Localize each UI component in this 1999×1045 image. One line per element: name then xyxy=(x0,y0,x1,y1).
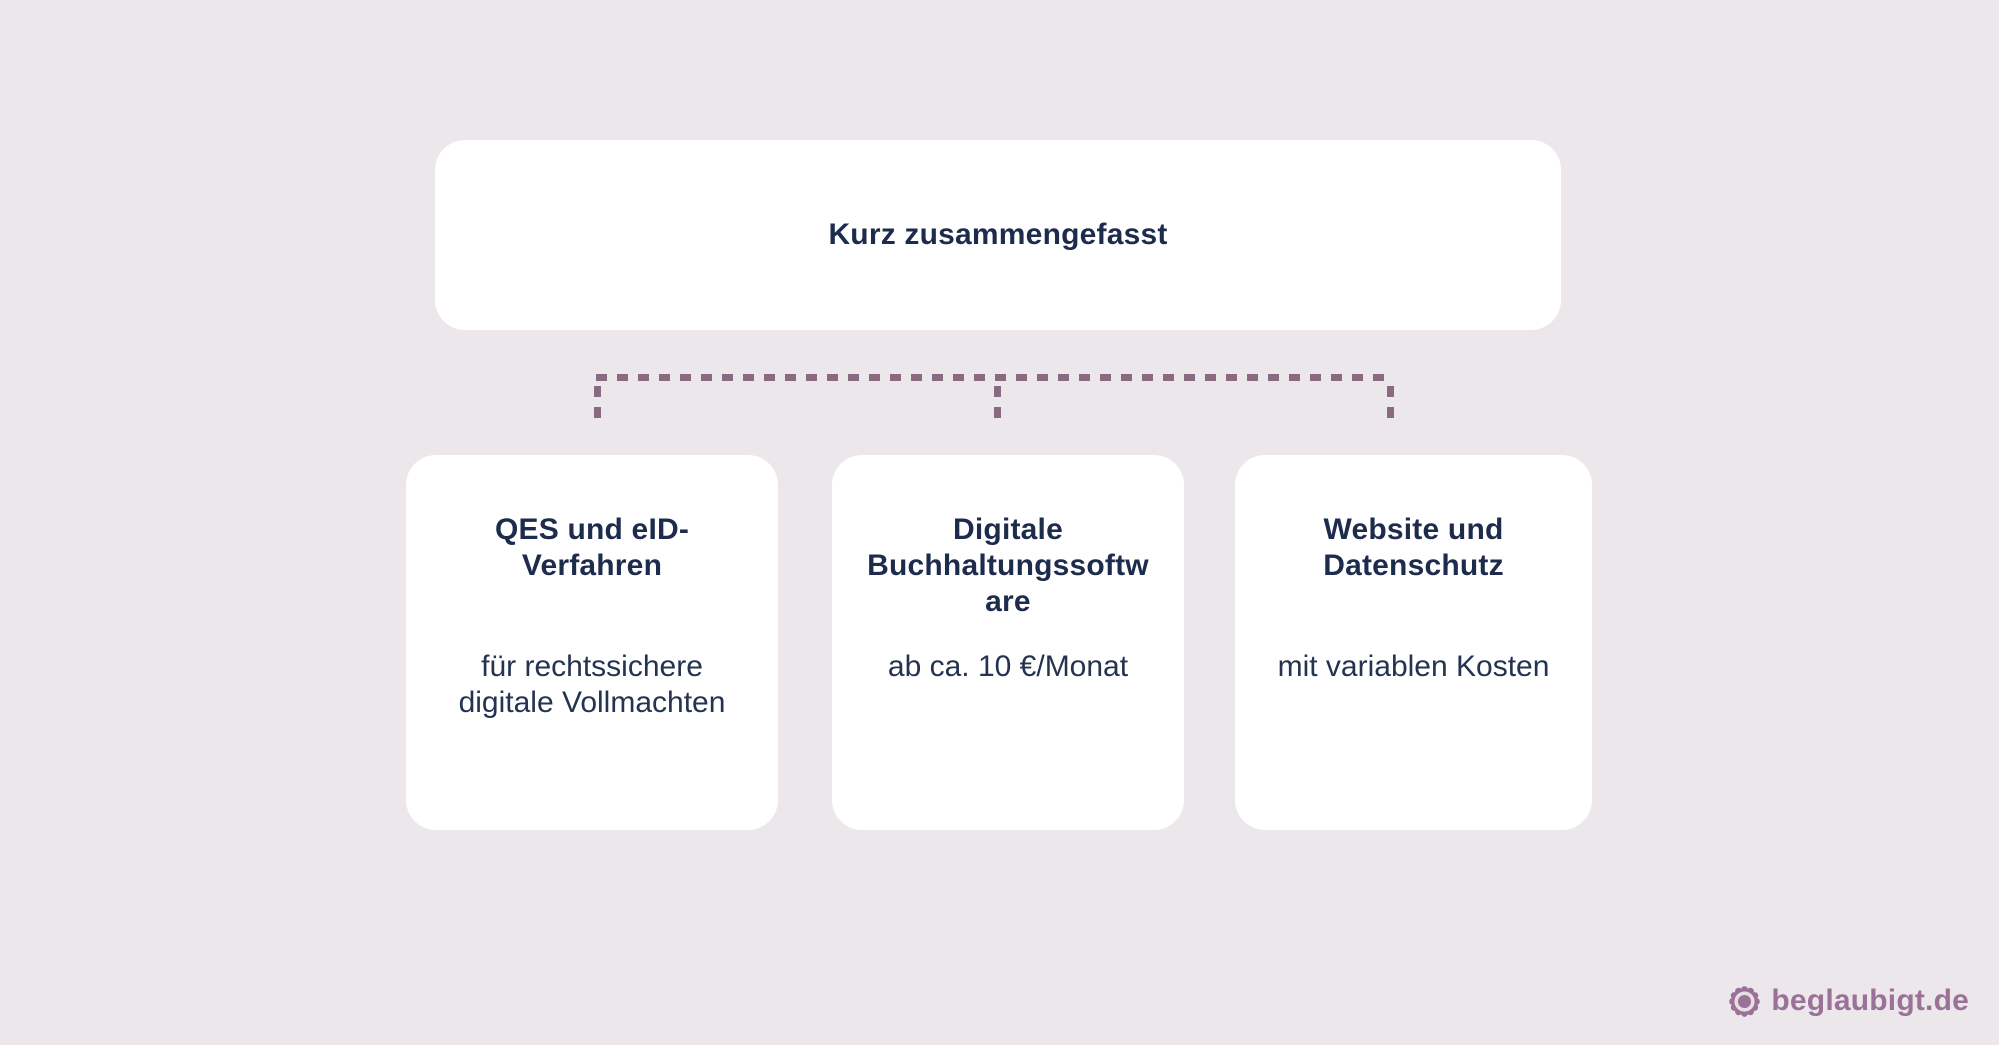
card-title-line: Website und xyxy=(1323,513,1504,546)
connector-horizontal-line xyxy=(596,374,1394,381)
card-description: mit variablen Kosten xyxy=(1259,649,1568,685)
brand-logo: beglaubigt.de xyxy=(1727,980,1969,1022)
card-body-line: ab ca. 10 €/Monat xyxy=(887,650,1129,683)
summary-title: Kurz zusammengefasst xyxy=(828,218,1168,251)
connector-stub-right xyxy=(1387,386,1394,418)
connector-stub-left xyxy=(594,386,601,418)
card-description: für rechtssichere digitale Vollmachten xyxy=(430,649,754,721)
summary-box: Kurz zusammengefasst xyxy=(435,140,1561,330)
card-title-line: Verfahren xyxy=(521,549,663,582)
card-description: ab ca. 10 €/Monat xyxy=(856,649,1160,685)
card-body-line: für rechtssichere xyxy=(481,650,703,683)
card-qes-eid: QES und eID- Verfahren für rechtssichere… xyxy=(406,455,778,830)
card-title: Digitale Buchhaltungssoftw are xyxy=(856,512,1160,649)
card-title-line: Datenschutz xyxy=(1323,549,1504,582)
card-body-line: mit variablen Kosten xyxy=(1277,650,1550,683)
card-title: QES und eID- Verfahren xyxy=(430,512,754,649)
card-title-line: Digitale xyxy=(953,513,1063,546)
seal-badge-icon xyxy=(1729,985,1761,1017)
card-title: Website und Datenschutz xyxy=(1259,512,1568,649)
card-title-line: QES und eID- xyxy=(494,513,690,546)
card-website-datenschutz: Website und Datenschutz mit variablen Ko… xyxy=(1235,455,1592,830)
brand-name: beglaubigt.de xyxy=(1771,984,1969,1017)
connector-stub-middle xyxy=(994,386,1001,418)
card-title-line: are xyxy=(985,585,1031,618)
card-body-line: digitale Vollmachten xyxy=(458,686,726,719)
card-buchhaltungssoftware: Digitale Buchhaltungssoftw are ab ca. 10… xyxy=(832,455,1184,830)
card-title-line: Buchhaltungssoftw xyxy=(867,549,1149,582)
